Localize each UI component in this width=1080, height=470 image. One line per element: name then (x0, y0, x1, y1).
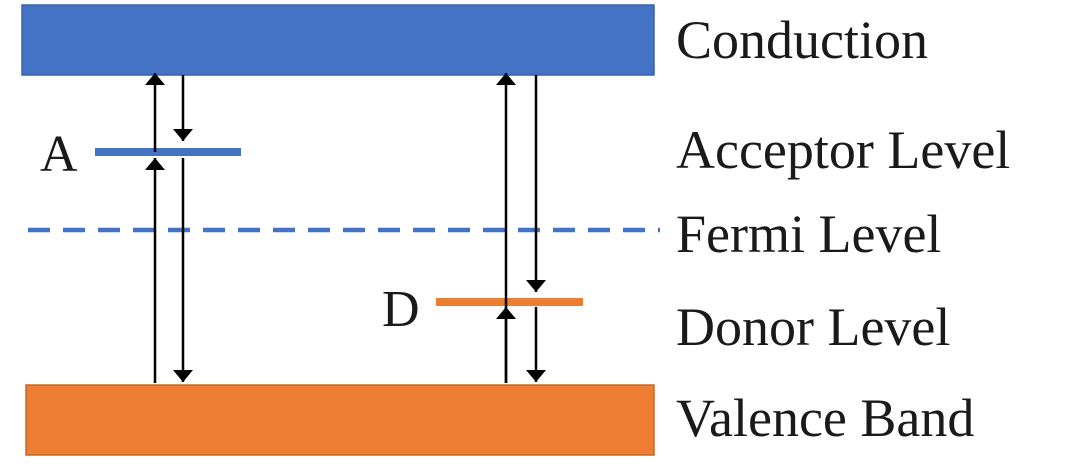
fermi-level-label: Fermi Level (676, 204, 941, 264)
conduction-label: Conduction (676, 10, 928, 70)
valence-band (25, 384, 655, 456)
donor-level-label: Donor Level (676, 297, 950, 357)
acceptor-level-label: Acceptor Level (676, 120, 1010, 180)
conduction-band (21, 4, 655, 76)
acceptor-marker-label: A (40, 126, 78, 183)
donor-marker-label: D (382, 281, 420, 338)
valence-band-label: Valence Band (676, 388, 974, 448)
